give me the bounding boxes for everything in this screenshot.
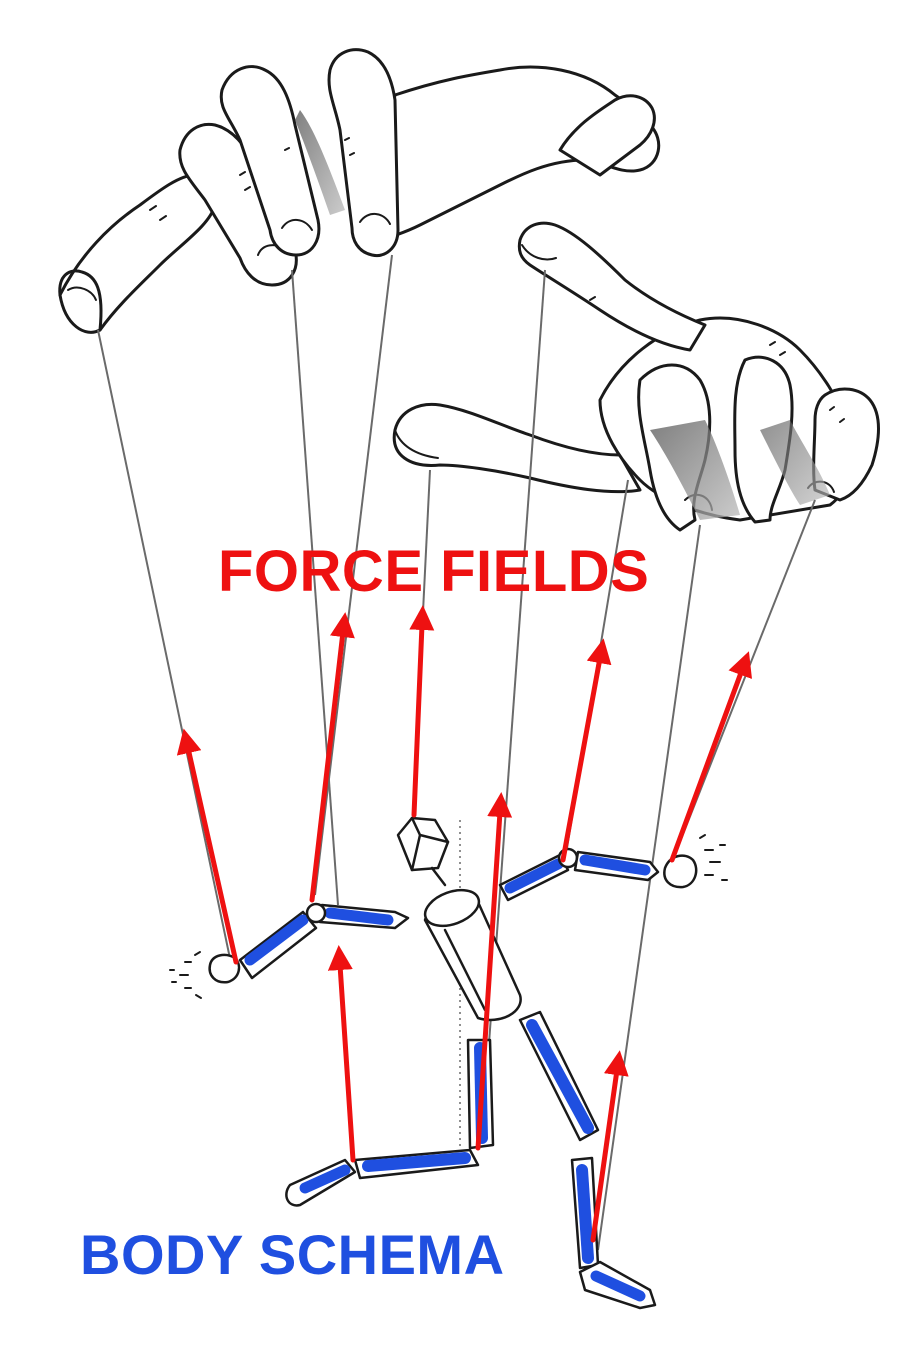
force-arrow-head [409, 605, 435, 818]
string-left-hand [97, 329, 233, 969]
puppet-head [396, 816, 450, 887]
right-hand-thumb [517, 221, 707, 352]
left-hand-middle-finger [219, 65, 321, 257]
left-hand-little-finger [58, 173, 217, 334]
left-hand-thumb [558, 94, 656, 177]
puppet-torso [423, 888, 522, 1022]
force-arrows [176, 605, 753, 1243]
left-hand-index-finger [327, 48, 400, 258]
left-puppeteer-hand [58, 48, 661, 334]
puppet-right-leg [518, 1010, 657, 1310]
force-arrow-right-elbow [560, 638, 612, 863]
puppet-left-leg [285, 1038, 495, 1207]
string-torso [314, 254, 393, 896]
force-fields-label: FORCE FIELDS [218, 539, 650, 604]
right-hand-little-finger [812, 387, 880, 502]
string-right-foot [597, 524, 701, 1251]
force-arrow-left-hand [176, 728, 239, 965]
force-arrow-right-hand [669, 651, 753, 863]
right-puppeteer-hand [392, 221, 880, 532]
force-arrow-left-knee [327, 945, 356, 1163]
puppet-right-hand [663, 854, 698, 889]
force-arrow-pelvis [475, 792, 513, 1151]
right-hand-ring-finger [733, 355, 794, 524]
left-hand-palm [363, 65, 661, 247]
body-schema-label: BODY SCHEMA [80, 1223, 505, 1286]
puppet-left-arm [169, 902, 410, 999]
left-hand-ring-finger [178, 122, 298, 287]
string-left-elbow [291, 269, 339, 906]
puppet-left-hand [208, 953, 241, 984]
puppet-right-arm [498, 834, 728, 902]
force-arrow-right-foot [590, 1050, 629, 1243]
right-hand-index-finger [392, 402, 642, 494]
force-arrow-left-elbow [309, 612, 355, 903]
